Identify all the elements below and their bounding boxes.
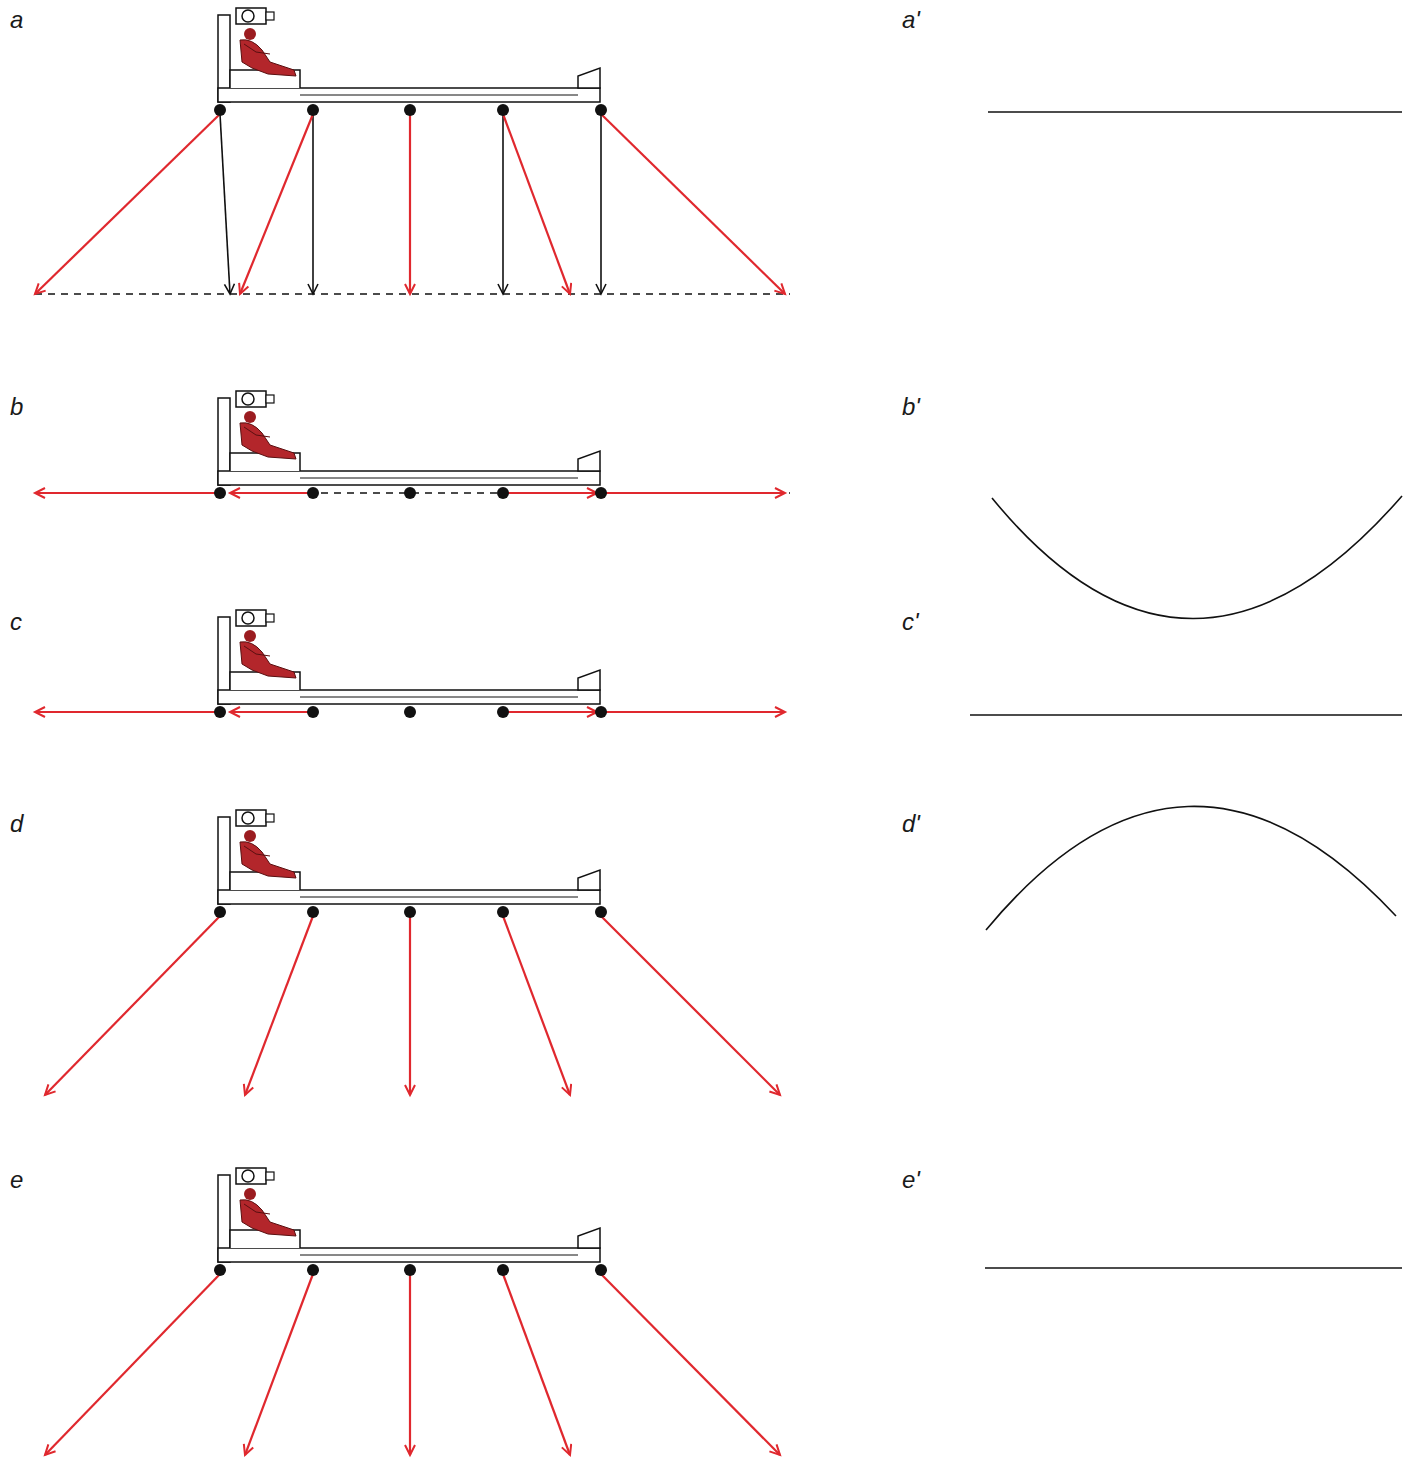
contact-point [214,104,226,116]
weight-arrow [600,114,602,294]
force-arrow [245,1274,313,1455]
force-arrow [601,492,785,494]
force-arrow [503,1274,570,1455]
panel-letter: c [10,610,22,634]
contact-point [214,487,226,499]
force-arrow [409,1274,411,1455]
contact-point [404,706,416,718]
contact-point [497,487,509,499]
force-arrow [601,1274,780,1455]
contact-point [497,706,509,718]
contact-point [307,104,319,116]
force-arrow [230,492,313,494]
force-arrow [503,916,570,1095]
panel-letter: a [10,8,23,32]
panel-letter: e [10,1168,23,1192]
weight-arrow [502,114,504,294]
weight-arrow [312,114,314,294]
force-arrow [240,114,313,294]
contact-point [595,1264,607,1276]
panel-letter: d [10,812,23,836]
force-arrow [503,114,570,294]
contact-point [404,104,416,116]
force-arrow [230,711,313,713]
contact-point [307,906,319,918]
force-arrow [601,711,785,713]
contact-point [595,487,607,499]
force-arrow [35,711,220,713]
contact-point [595,104,607,116]
force-arrow [35,114,220,294]
contact-point [307,487,319,499]
panel-letter: b [10,395,23,419]
contact-point [595,906,607,918]
contact-point [404,487,416,499]
contact-point [214,706,226,718]
contact-point [497,1264,509,1276]
panel-letter: e' [902,1168,920,1192]
contact-point [595,706,607,718]
contact-point [497,104,509,116]
force-arrow [601,916,780,1095]
panel-letter: a' [902,8,920,32]
contact-point [307,706,319,718]
force-arrow [45,916,220,1095]
contact-point [404,906,416,918]
force-arrow [409,916,411,1095]
force-arrow [601,114,785,294]
panel-letter: d' [902,812,920,836]
panel-letter: b' [902,395,920,419]
contact-point [307,1264,319,1276]
contact-point [497,906,509,918]
weight-arrow [220,114,230,294]
contact-point [214,906,226,918]
force-arrow [45,1274,220,1455]
force-arrow [503,492,597,494]
contact-point [214,1264,226,1276]
force-arrow [503,711,597,713]
force-arrow [245,916,313,1095]
force-arrow [35,492,220,494]
contact-point [404,1264,416,1276]
force-arrow [409,114,411,294]
panel-letter: c' [902,610,919,634]
